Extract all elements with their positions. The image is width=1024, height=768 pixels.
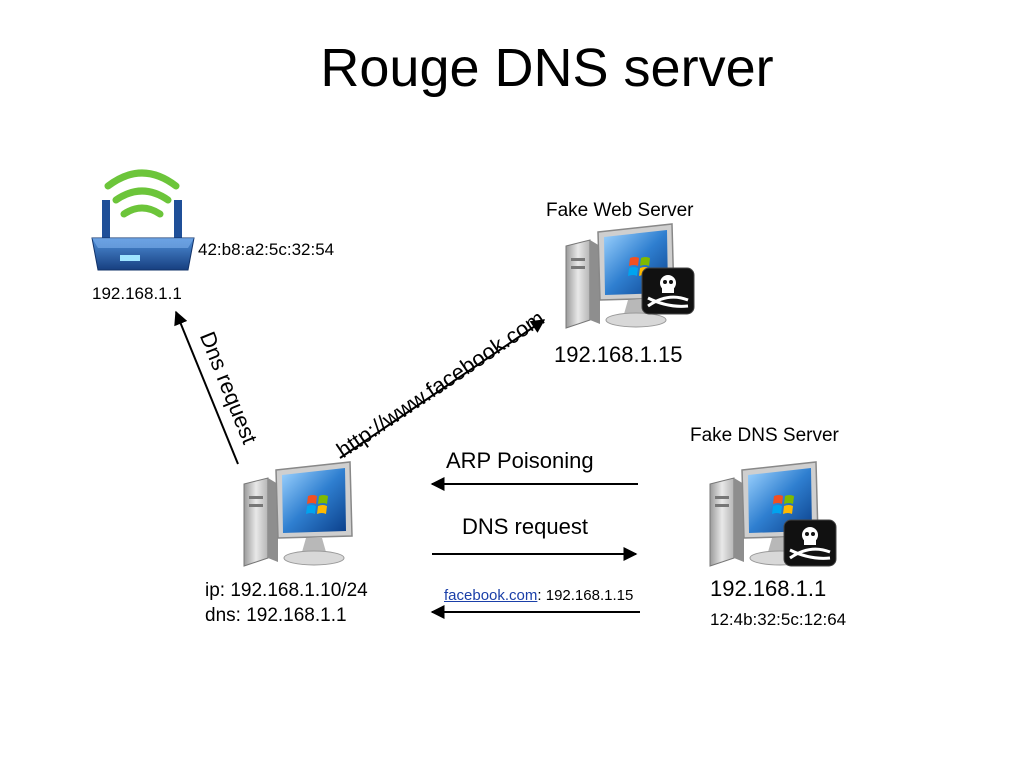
victim-dns-label: dns: 192.168.1.1 (205, 605, 347, 626)
dns-request-arrow-icon (174, 310, 239, 465)
dns-reply-label: facebook.com: 192.168.1.15 (444, 586, 633, 606)
web-server-name: Fake Web Server (546, 200, 694, 221)
wifi-signal-icon (104, 169, 180, 218)
dns-server-name: Fake DNS Server (690, 425, 839, 446)
dns-server-mac: 12:4b:32:5c:12:64 (710, 610, 847, 629)
web-server-ip: 192.168.1.15 (554, 342, 683, 367)
page-title: Rouge DNS server (320, 38, 774, 98)
web-server-pirate-flag-icon (640, 266, 696, 316)
router-ip-label: 192.168.1.1 (92, 284, 182, 303)
router-mac-label: 42:b8:a2:5c:32:54 (198, 240, 335, 259)
dns-server-pirate-flag-icon (782, 518, 838, 568)
dns-request-label: DNS request (462, 514, 588, 539)
arp-poisoning-label: ARP Poisoning (446, 448, 594, 473)
reply-ip: : 192.168.1.15 (537, 587, 634, 604)
victim-ip-label: ip: 192.168.1.10/24 (205, 580, 368, 601)
facebook-link[interactable]: facebook.com (444, 587, 538, 604)
http-request-arrow-icon (339, 319, 546, 459)
victim-computer-icon (243, 461, 353, 567)
router-icon (91, 200, 195, 271)
dns-server-ip: 192.168.1.1 (710, 576, 827, 601)
